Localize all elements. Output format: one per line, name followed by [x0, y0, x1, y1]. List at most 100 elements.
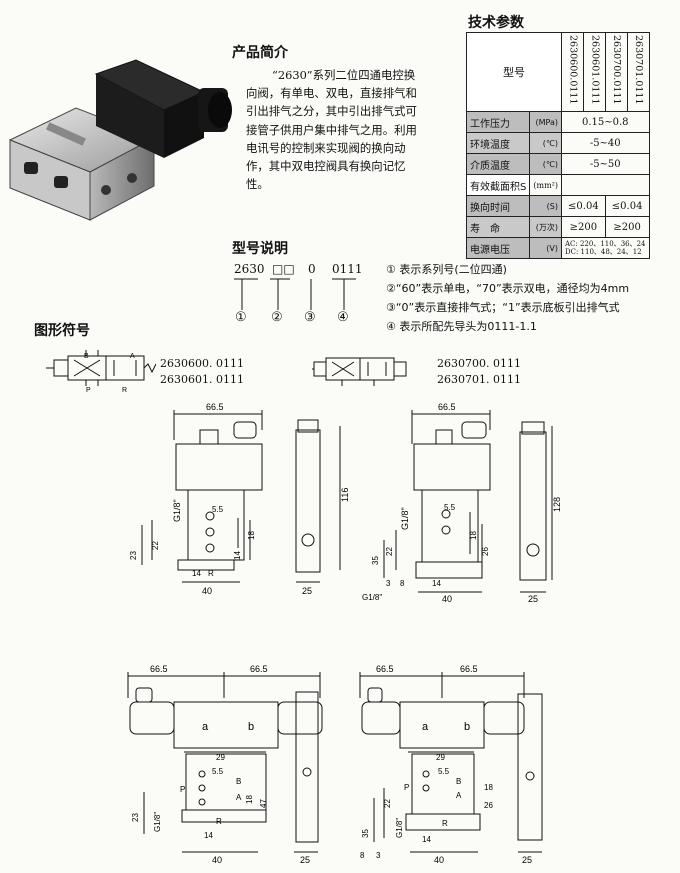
spec-row-label: 环境温度 — [465, 132, 531, 154]
label-b: b — [248, 721, 254, 733]
spec-model-label: 型号 — [466, 32, 562, 112]
dim-3: 3 — [376, 851, 381, 860]
dim-23: 23 — [131, 813, 140, 822]
model-code-title: 型号说明 — [232, 241, 288, 257]
dimension-drawing-double-base: 66.5 66.5 a b 29 5.5 B A P R 22 35 18 26… — [359, 664, 543, 865]
dim-22: 22 — [385, 547, 394, 556]
port-a-label: A — [130, 353, 135, 360]
spec-model-3: 2630701.0111 — [626, 32, 650, 112]
port-a: A — [456, 791, 462, 800]
code-marker-2: ② — [271, 310, 283, 325]
spec-row-value: -5~40 — [560, 132, 650, 154]
explanation-3: ③“0”表示直接排气式；“1”表示底板引出排气式 — [386, 301, 620, 314]
label-a: a — [202, 721, 209, 733]
spec-model-0: 2630600.0111 — [560, 32, 584, 112]
dim-width-left: 66.5 — [150, 664, 168, 674]
label-b: b — [464, 721, 470, 733]
spec-model-2: 2630700.0111 — [604, 32, 628, 112]
explanation-1: ① 表示系列号(二位四通) — [386, 263, 507, 276]
dimension-drawing-single-base: 66.5 G1/8" 5.5 35 22 18 26 14 3 8 G1/8" … — [362, 402, 562, 604]
explanation-4: ④ 表示所配先导头为0111-1.1 — [386, 320, 537, 333]
dim-47: 47 — [259, 799, 268, 808]
spec-row-value: -5~50 — [560, 153, 650, 175]
spec-row-value-b: ≤0.04 — [604, 195, 650, 217]
spec-row-unit: (MPa) — [529, 111, 562, 133]
dimension-drawing-single-direct: 66.5 G1/8" 5.5 22 23 18 14 14 R 40 116 2… — [129, 402, 350, 596]
spec-row-label: 电源电压 — [465, 237, 531, 259]
dim-23: 23 — [129, 551, 138, 560]
dim-height: 128 — [552, 497, 562, 512]
spec-row-value-a: ≥200 — [560, 216, 606, 238]
dim-thread: G1/8" — [395, 818, 404, 838]
dim-35: 35 — [361, 829, 370, 838]
dim-8: 8 — [360, 851, 365, 860]
spec-model-1: 2630601.0111 — [582, 32, 606, 112]
dim-width-right: 66.5 — [460, 664, 478, 674]
spec-row-label: 寿 命 — [465, 216, 531, 238]
spec-row-value — [560, 174, 650, 196]
port-b: B — [456, 777, 461, 786]
spec-row-value-a: ≤0.04 — [560, 195, 606, 217]
label-a: a — [422, 721, 429, 733]
port-a: A — [236, 793, 242, 802]
code-leader-lines — [234, 278, 356, 310]
spec-voltage-dc: DC: 110、48、24、12 — [564, 248, 642, 256]
double-solenoid-symbol — [312, 357, 407, 386]
single-solenoid-models: 2630600. 0111 2630601. 0111 — [160, 356, 244, 388]
model-number: 2630601. 0111 — [160, 373, 244, 386]
spec-voltage-ac: AC: 220、110、36、24 — [564, 240, 646, 248]
spec-table: 型号 2630600.0111 2630601.0111 2630700.011… — [465, 32, 650, 259]
code-part-type: □□ — [272, 262, 295, 276]
spec-row-unit: (V) — [529, 237, 562, 259]
spec-row-label: 工作压力 — [465, 111, 531, 133]
dim-g18: G1/8" — [362, 593, 382, 602]
port-p-label: P — [86, 387, 91, 394]
dimension-drawing-double-direct: 66.5 66.5 a b 29 5.5 B A P R 18 47 23 G1… — [127, 664, 323, 865]
dim-25: 25 — [522, 855, 532, 865]
spec-title: 技术参数 — [468, 15, 524, 31]
dim-18: 18 — [247, 531, 256, 540]
intro-title: 产品简介 — [232, 45, 288, 61]
intro-body: “2630”系列二位四通电控换向阀，有单电、双电，直接排气和引出排气之分，其中引… — [246, 68, 417, 192]
dim-14: 14 — [192, 569, 201, 578]
dim-thread: G1/8" — [400, 507, 410, 530]
port-r-label: R — [122, 387, 127, 394]
dim-thread: G1/8" — [172, 499, 182, 522]
code-part-pilot: 0111 — [332, 262, 363, 276]
single-solenoid-symbol: B A P R — [46, 350, 156, 394]
port-b: B — [236, 777, 241, 786]
dim-thread: G1/8" — [153, 812, 162, 832]
code-part-series: 2630 — [234, 262, 265, 276]
product-photo — [6, 30, 238, 230]
dim-25: 25 — [300, 855, 310, 865]
dim-height: 116 — [340, 488, 350, 502]
dim-width: 66.5 — [438, 402, 456, 412]
dim-width-right: 66.5 — [250, 664, 268, 674]
port-b-label: B — [84, 353, 89, 360]
dim-18: 18 — [484, 783, 493, 792]
dim-14-side: 14 — [233, 551, 242, 560]
code-marker-1: ① — [235, 310, 247, 325]
spec-row-label: 有效截面积S — [465, 174, 531, 196]
dim-18: 18 — [245, 795, 254, 804]
dim-22: 22 — [151, 541, 160, 550]
model-number: 2630600. 0111 — [160, 357, 244, 370]
code-marker-4: ④ — [337, 310, 349, 325]
dim-40: 40 — [442, 594, 452, 604]
double-solenoid-models: 2630700. 0111 2630701. 0111 — [437, 356, 521, 388]
code-marker-3: ③ — [304, 310, 316, 325]
dim-5-5: 5.5 — [438, 767, 450, 776]
spec-row-value: 0.15~0.8 — [560, 111, 650, 133]
dim-5-5: 5.5 — [212, 767, 224, 776]
dim-14: 14 — [432, 579, 441, 588]
dim-29: 29 — [216, 753, 225, 762]
dim-width-left: 66.5 — [376, 664, 394, 674]
spec-row-unit: (℃) — [529, 153, 562, 175]
dim-14: 14 — [204, 831, 213, 840]
model-number: 2630700. 0111 — [437, 357, 521, 370]
port-r: R — [216, 817, 222, 826]
dim-5-5: 5.5 — [444, 503, 456, 512]
spec-row-unit: (mm²) — [529, 174, 562, 196]
dim-8: 8 — [400, 579, 405, 588]
port-p: P — [180, 785, 185, 794]
